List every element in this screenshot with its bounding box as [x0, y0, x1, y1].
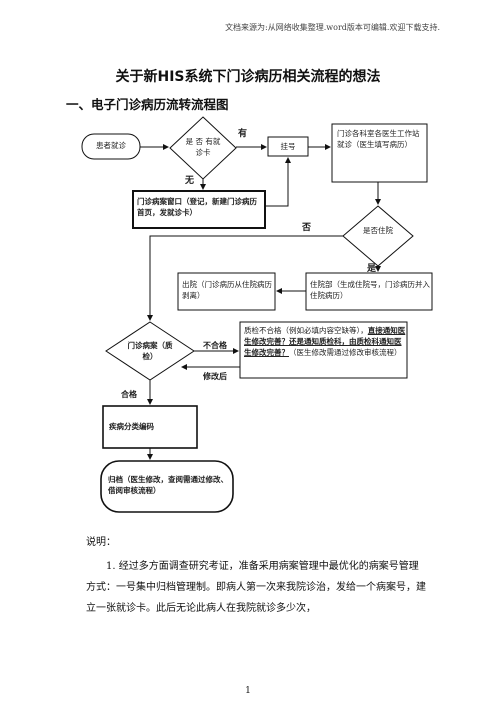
coding-node: 疾病分类编码 [109, 422, 154, 431]
register-node: 挂号 [280, 142, 296, 151]
pass-label: 合格 [121, 389, 137, 399]
archive-node: 归档（医生修改，查阅需通过修改、借阅审核流程） [108, 475, 228, 495]
page-number: 1 [245, 686, 251, 696]
card-decision-node: 是 否 有就诊卡 [185, 137, 221, 157]
fail-note-shape [239, 321, 408, 379]
hospital-decision-node: 是否住院 [363, 226, 393, 235]
clinic-shape [331, 123, 428, 183]
patient-node: 患者就诊 [96, 141, 126, 150]
discharge-node: 出院（门诊病历从住院病历剥离） [182, 280, 272, 300]
discharge-shape [177, 272, 276, 311]
fail-note-question: 直接通知医生修改完善？还是通知质检科，由质检科通知医生修改完善？ [244, 326, 406, 357]
fail-label: 不合格 [203, 340, 227, 350]
inpatient-node: 住院部（生成住院号，门诊病历并入住院病历） [310, 280, 430, 300]
paragraph-1: 1. 经过多方面调查研究考证，准备采用病案管理中最优化的病案号管理方式：一号集中… [86, 561, 426, 614]
fail-note-text: 质检不合格（例如必填内容空缺等）， [244, 326, 368, 335]
section-heading: 一、电子门诊病历流转流程图 [66, 97, 229, 112]
header-note: 文档来源为:从网络收集整理.word版本可编辑.欢迎下载支持. [225, 23, 440, 32]
archive-shape [100, 460, 234, 513]
record-window-node: 门诊病案窗口（登记，新建门诊病历首页，发就诊卡） [137, 197, 257, 217]
fail-note-node: 质检不合格（例如必填内容空缺等），直接通知医生修改完善？还是通知质检科，由质检科… [244, 325, 406, 358]
no-hospital-label: 否 [302, 223, 312, 233]
record-window-shape [132, 190, 266, 229]
notes-heading: 说明： [86, 537, 116, 548]
no-card-label: 无 [185, 176, 195, 186]
fail-note-extra: （医生修改需通过修改审核流程） [289, 348, 402, 357]
yes-card-label: 有 [238, 129, 248, 139]
page-title: 关于新HIS系统下门诊病历相关流程的想法 [115, 69, 381, 85]
qc-node: 门诊病案（质检） [127, 341, 173, 361]
revised-label: 修改后 [203, 371, 227, 381]
hospital-decision-shape [342, 205, 414, 267]
clinic-node: 门诊各科室各医生工作站就诊（医生填写病历） [337, 129, 420, 149]
yes-hospital-label: 是 [367, 264, 377, 274]
